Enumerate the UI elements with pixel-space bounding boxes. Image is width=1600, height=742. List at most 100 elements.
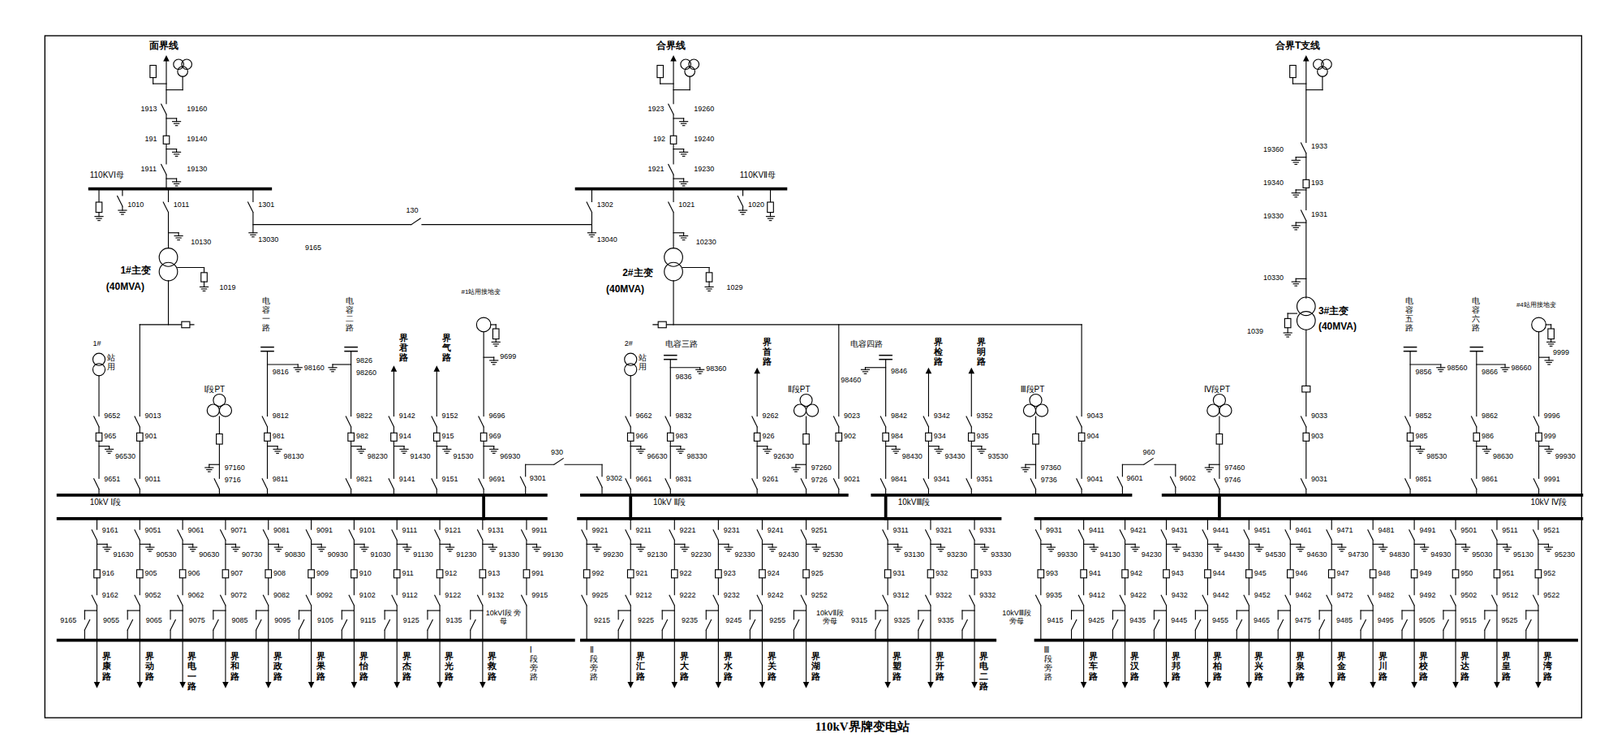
wire bbox=[962, 610, 975, 611]
ground-symbol bbox=[765, 452, 769, 454]
device-number: 9445 bbox=[1170, 616, 1188, 624]
switch-gap bbox=[836, 416, 841, 427]
frame-border bbox=[44, 35, 1582, 718]
wire bbox=[1306, 89, 1323, 91]
ground-symbol bbox=[679, 120, 689, 122]
ground-symbol bbox=[358, 450, 364, 452]
switch-gap bbox=[137, 478, 142, 490]
device-number: 9505 bbox=[1419, 616, 1436, 624]
ground-symbol bbox=[406, 550, 409, 552]
ground-symbol bbox=[1172, 546, 1181, 548]
ground-symbol bbox=[106, 450, 112, 452]
wire bbox=[256, 610, 269, 611]
feeder-arrow bbox=[351, 681, 358, 689]
breaker-symbol bbox=[265, 569, 272, 578]
feeder-arrow bbox=[1080, 681, 1088, 689]
device-number: 93130 bbox=[903, 550, 925, 559]
feeder-name: 界怡路 bbox=[359, 650, 369, 680]
feeder-arrow bbox=[671, 681, 679, 689]
wire bbox=[918, 610, 931, 611]
device-number: 19260 bbox=[693, 105, 714, 113]
device-number: 9111 bbox=[402, 526, 418, 534]
ground-symbol bbox=[277, 550, 280, 552]
ground-symbol bbox=[360, 546, 369, 548]
earth-switch bbox=[1295, 189, 1307, 190]
switch-gap bbox=[1081, 594, 1086, 606]
feeder-name: 界柏路 bbox=[1212, 650, 1222, 680]
breaker-symbol bbox=[1535, 569, 1542, 578]
switch-gap bbox=[671, 163, 676, 175]
device-number: 94930 bbox=[1430, 550, 1451, 559]
ground-symbol bbox=[175, 124, 178, 126]
wire bbox=[98, 189, 99, 203]
device-number: 906 bbox=[187, 569, 200, 577]
switch-gap bbox=[395, 529, 400, 541]
switch-gap bbox=[120, 195, 125, 207]
bus-bar bbox=[90, 187, 271, 191]
ground-symbol bbox=[1206, 468, 1212, 470]
device-number: 9495 bbox=[1377, 616, 1394, 624]
ground-symbol bbox=[494, 345, 498, 347]
switch-gap bbox=[926, 416, 931, 427]
switch-gap bbox=[217, 478, 222, 490]
breaker-symbol bbox=[927, 569, 934, 578]
isolator-blade bbox=[1078, 594, 1084, 606]
ground-symbol bbox=[682, 239, 685, 241]
device-number: 922 bbox=[679, 569, 693, 577]
device-number: 9102 bbox=[359, 591, 376, 599]
wire bbox=[709, 281, 710, 287]
switch-gap bbox=[309, 529, 314, 541]
ground-symbol bbox=[1296, 546, 1305, 548]
switch-gap bbox=[166, 202, 171, 213]
device-number: 9736 bbox=[1040, 476, 1058, 484]
breaker-symbol bbox=[1078, 432, 1085, 441]
wire bbox=[490, 323, 496, 325]
device-number: 932 bbox=[935, 569, 948, 577]
device-number: 92230 bbox=[690, 550, 711, 559]
device-number: 9261 bbox=[762, 475, 779, 483]
switch-gap bbox=[391, 478, 396, 490]
device-number: 9315 bbox=[851, 616, 868, 624]
device-number: 910 bbox=[359, 569, 372, 577]
device-number: 97460 bbox=[1224, 464, 1245, 472]
ground-symbol bbox=[587, 232, 596, 233]
ground-symbol bbox=[1548, 452, 1551, 454]
diagram-title: 110kV界牌变电站 bbox=[815, 720, 910, 733]
isolator-blade bbox=[388, 416, 394, 427]
earth-switch bbox=[1331, 543, 1342, 545]
device-number: 9856 bbox=[1415, 368, 1432, 376]
bus-label: 10kVⅢ段 bbox=[898, 498, 931, 507]
device-number: 9051 bbox=[145, 526, 162, 534]
earth-switch bbox=[1496, 543, 1508, 545]
switch-gap bbox=[1234, 619, 1239, 630]
switch-gap bbox=[1303, 478, 1308, 490]
device-number: 981 bbox=[272, 432, 285, 440]
isolator-blade bbox=[94, 416, 99, 427]
breaker-symbol bbox=[391, 432, 398, 441]
earth-switch bbox=[267, 445, 279, 447]
earth-switch bbox=[1207, 543, 1218, 545]
switch-gap bbox=[760, 529, 765, 541]
ground-symbol bbox=[331, 370, 335, 372]
vertical-label: 电容二路 bbox=[345, 296, 354, 332]
device-number: 9321 bbox=[935, 526, 952, 534]
pt-symbol bbox=[800, 393, 813, 406]
line-name: (40MVA) bbox=[106, 281, 145, 292]
ground-symbol bbox=[443, 448, 452, 450]
earth-switch bbox=[1295, 156, 1307, 158]
wire bbox=[167, 189, 169, 249]
ground-symbol bbox=[934, 448, 943, 450]
isolator-blade bbox=[298, 619, 304, 630]
breaker-symbol bbox=[1406, 432, 1414, 441]
isolator-blade bbox=[1533, 416, 1539, 427]
feeder-arrow bbox=[393, 681, 400, 689]
device-number: 9091 bbox=[316, 526, 333, 534]
breaker-symbol bbox=[523, 569, 530, 578]
ground-symbol bbox=[1420, 546, 1429, 548]
wire bbox=[1287, 327, 1289, 333]
device-number: 9055 bbox=[103, 616, 120, 624]
ground-symbol bbox=[765, 215, 775, 217]
ground-symbol bbox=[636, 448, 646, 450]
wire bbox=[1277, 610, 1291, 611]
isolator-blade bbox=[1202, 529, 1208, 541]
